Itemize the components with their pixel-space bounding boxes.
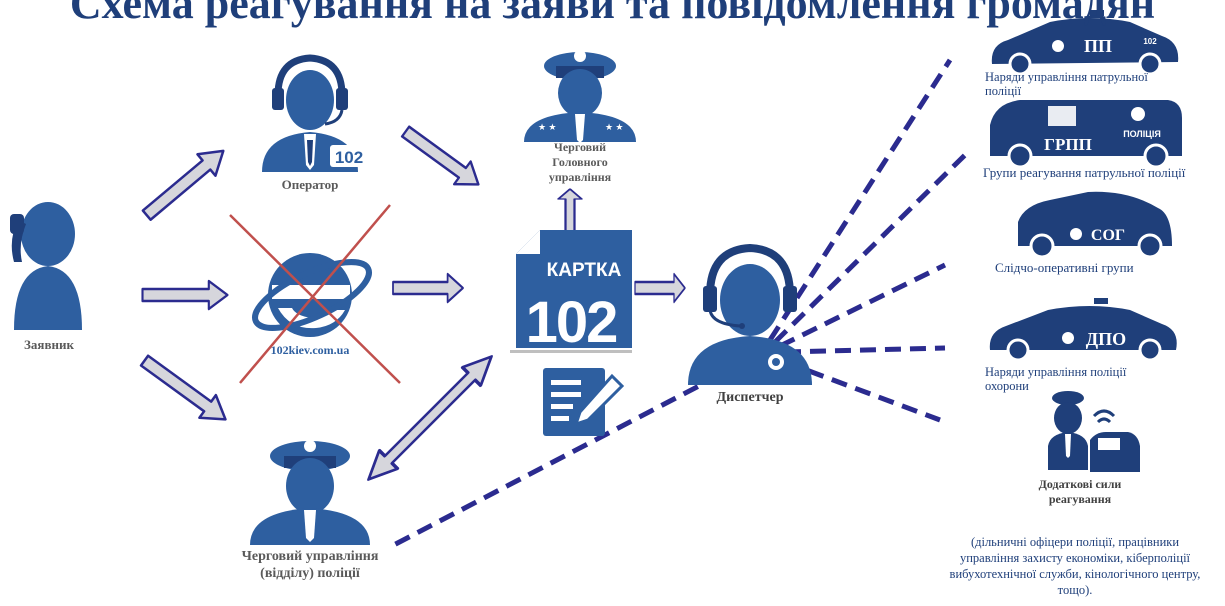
label-dpo: Наряди управління поліції охорони xyxy=(985,365,1127,393)
label-local-duty: Черговий управління (відділу) поліції xyxy=(241,549,379,581)
link-extra xyxy=(784,359,941,423)
extra-forces-note: (дільничні офіцери поліції, працівники у… xyxy=(949,535,1201,597)
label-grpp: Групи реагування патрульної поліції xyxy=(983,165,1186,180)
label-main-duty: Черговий Головного управління xyxy=(548,140,612,184)
vehicle-text-pp: ПП xyxy=(1084,36,1112,56)
form-edit-icon xyxy=(543,368,625,436)
arrow-applicant-operator xyxy=(136,138,234,228)
police-officer-icon: ★ ★ ★ ★ xyxy=(524,50,636,143)
svg-text:★ ★: ★ ★ xyxy=(538,122,556,132)
dispatcher-headset-icon xyxy=(688,243,812,385)
page-title: Схема реагування на заяви та повідомленн… xyxy=(69,0,1156,28)
arrow-local-card xyxy=(357,345,503,491)
card-102-icon xyxy=(510,230,632,353)
label-extra-forces: Додаткові сили реагування xyxy=(1038,477,1122,506)
vehicle-badge-grpp: ПОЛІЦІЯ xyxy=(1123,129,1161,139)
cross-out-mark xyxy=(229,204,401,384)
label-dispatcher: Диспетчер xyxy=(716,390,784,405)
police-car-icon xyxy=(991,10,1179,76)
arrow-operator-main xyxy=(396,119,488,197)
arrow-applicant-website xyxy=(141,279,229,311)
arrow-website-card xyxy=(391,272,465,304)
police-car-icon xyxy=(989,298,1177,362)
link-sog xyxy=(778,262,947,349)
link-patrol xyxy=(767,58,953,342)
operator-badge: 102 xyxy=(335,148,363,167)
label-patrol: Наряди управління патрульної поліції xyxy=(985,70,1148,98)
police-van-icon xyxy=(990,100,1182,169)
vehicle-text-grpp: ГРПП xyxy=(1044,135,1092,154)
applicant-phone-icon xyxy=(10,202,82,330)
officer-car-icon xyxy=(1048,391,1140,472)
dispatcher-links xyxy=(386,58,967,551)
link-local-duty xyxy=(386,372,722,551)
arrow-card-dispatcher xyxy=(633,272,687,304)
arrow-applicant-local xyxy=(135,348,235,432)
vehicle-badge-pp: 102 xyxy=(1143,37,1157,46)
card-title: КАРТКА xyxy=(547,260,622,281)
label-operator: Оператор xyxy=(281,177,339,192)
suv-icon xyxy=(1018,191,1172,259)
svg-text:★ ★: ★ ★ xyxy=(605,122,623,132)
link-grpp xyxy=(773,153,967,344)
label-sog: Слідчо-оперативні групи xyxy=(995,260,1134,275)
label-applicant: Заявник xyxy=(24,337,74,352)
link-dpo xyxy=(784,345,946,355)
vehicle-text-dpo: ДПО xyxy=(1086,329,1126,349)
card-number: 102 xyxy=(526,290,617,355)
operator-headset-icon xyxy=(262,54,368,172)
police-officer-icon xyxy=(250,440,370,545)
vehicle-text-sog: СОГ xyxy=(1091,227,1125,244)
label-website: 102kiev.com.ua xyxy=(270,343,350,357)
